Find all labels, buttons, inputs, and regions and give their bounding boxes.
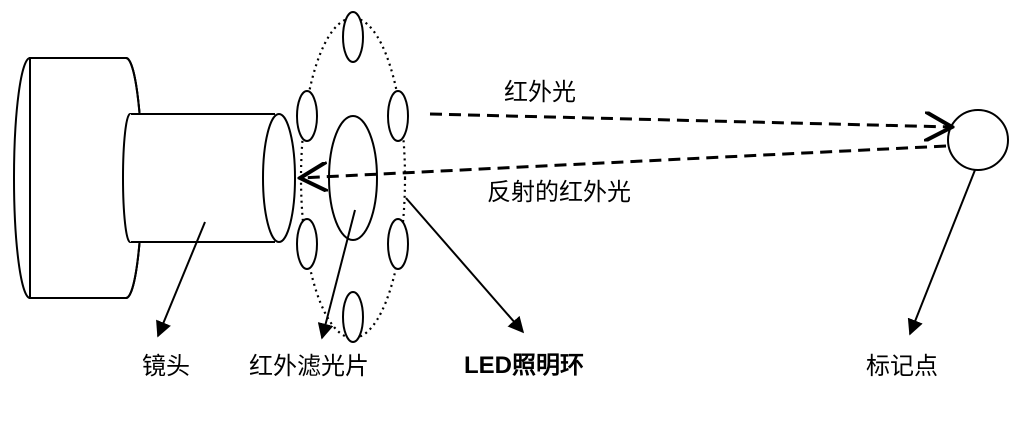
- led: [387, 218, 409, 270]
- reflected-ir-label: 反射的红外光: [487, 178, 631, 206]
- ir-filter-label: 红外滤光片: [249, 352, 369, 380]
- marker-point: [947, 109, 1009, 171]
- ir-light-label: 红外光: [504, 78, 576, 106]
- led: [387, 90, 409, 142]
- ir-light-beam: [429, 114, 952, 127]
- filter-leader-arrow: [317, 209, 356, 340]
- marker-leader-arrow: [907, 169, 976, 336]
- reflected-ir-beam: [300, 144, 947, 178]
- lens-label: 镜头: [142, 352, 190, 380]
- led-ring-label: LED照明环: [464, 352, 584, 379]
- lens-barrel: [122, 113, 296, 243]
- led: [296, 90, 318, 142]
- lens-leader-arrow: [156, 221, 206, 338]
- led-group: [296, 11, 409, 343]
- led: [296, 218, 318, 270]
- led-ring-leader-arrow: [405, 197, 525, 334]
- led: [342, 291, 364, 343]
- marker-label: 标记点: [866, 352, 938, 380]
- led: [342, 11, 364, 63]
